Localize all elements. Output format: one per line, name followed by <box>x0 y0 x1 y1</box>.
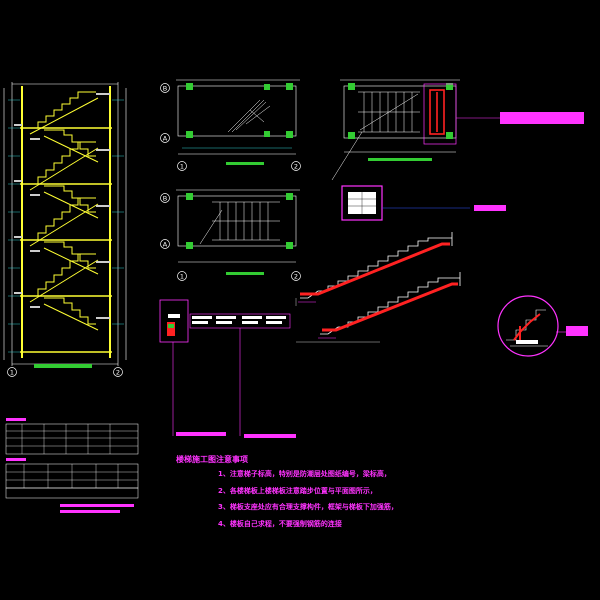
note-item-2: 2、各楼梯板上楼梯板注意踏步位置与平面图所示， <box>218 486 377 495</box>
stair-slab-elevation <box>295 232 461 343</box>
axis-bubble <box>160 83 170 93</box>
circular-detail <box>497 295 588 357</box>
detail-box <box>341 185 506 221</box>
stair-plan-3 <box>176 189 300 275</box>
note-item-1: 1、注意梯子标高，特别是防潮层处图纸编号，梁标高， <box>218 470 391 478</box>
axis-label: A <box>163 135 168 143</box>
axis-label: 2 <box>294 273 298 281</box>
rebar-tables <box>5 418 139 513</box>
stair-section-view <box>3 82 127 368</box>
callout-label <box>176 432 226 436</box>
axis-bubble <box>7 367 17 377</box>
detail-legend <box>159 299 296 438</box>
callout-label <box>566 326 588 336</box>
axis-label: 2 <box>294 163 298 171</box>
axis-label: B <box>163 85 167 93</box>
axis-label: B <box>163 195 167 203</box>
axis-bubble <box>160 239 170 249</box>
stair-plan-1 <box>176 79 300 165</box>
axis-label: 1 <box>10 369 14 377</box>
notes-title: 楼梯施工图注意事项 <box>176 455 248 464</box>
axis-bubble <box>177 271 187 281</box>
note-item-4: 4、楼板自己求程，不要强制钢筋的连接 <box>218 519 342 528</box>
axis-label: 1 <box>180 163 184 171</box>
axis-bubble <box>291 271 301 281</box>
callout-label <box>474 205 506 211</box>
stair-plan-2 <box>331 79 584 181</box>
callout-label <box>244 434 296 438</box>
axis-label: 1 <box>180 273 184 281</box>
axis-label: 2 <box>116 369 120 377</box>
axis-bubble <box>177 161 187 171</box>
axis-bubble <box>113 367 123 377</box>
note-item-3: 3、梯板支座处应有合理支撑构件，框架与梯板下加强筋， <box>218 503 398 511</box>
axis-bubble <box>160 193 170 203</box>
callout-label <box>500 112 584 124</box>
construction-notes: 楼梯施工图注意事项 1、注意梯子标高，特别是防潮层处图纸编号，梁标高， 2、各楼… <box>176 454 416 536</box>
axis-bubble <box>291 161 301 171</box>
axis-bubble <box>160 133 170 143</box>
axis-label: A <box>163 241 168 249</box>
